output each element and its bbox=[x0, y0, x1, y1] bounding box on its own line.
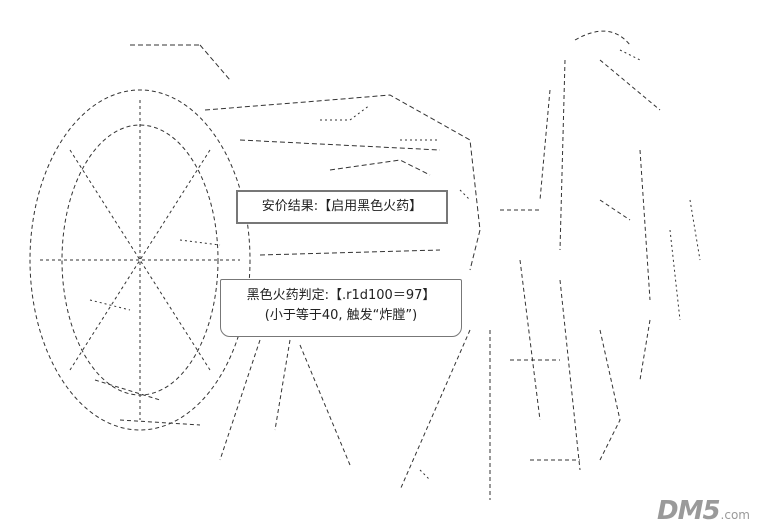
soldier-figure bbox=[500, 30, 661, 471]
result-box: 安价结果:【启用黑色火药】 bbox=[236, 190, 448, 224]
cannon-carriage bbox=[94, 329, 491, 500]
cannon-barrel bbox=[130, 44, 481, 271]
ascii-detail-strokes bbox=[89, 49, 701, 481]
watermark-domain: .com bbox=[720, 508, 750, 522]
cannon-wheel-spokes bbox=[40, 100, 240, 420]
judgement-line: 黑色火药判定:【.r1d100＝97】 bbox=[246, 288, 436, 303]
judgement-condition-line: (小于等于40, 触发“炸膛”) bbox=[264, 308, 418, 323]
result-text: 安价结果:【启用黑色火药】 bbox=[261, 199, 423, 214]
watermark: DM5.com bbox=[657, 496, 750, 526]
judgement-box: 黑色火药判定:【.r1d100＝97】 (小于等于40, 触发“炸膛”) bbox=[220, 279, 462, 337]
watermark-logo: DM5 bbox=[657, 496, 721, 526]
